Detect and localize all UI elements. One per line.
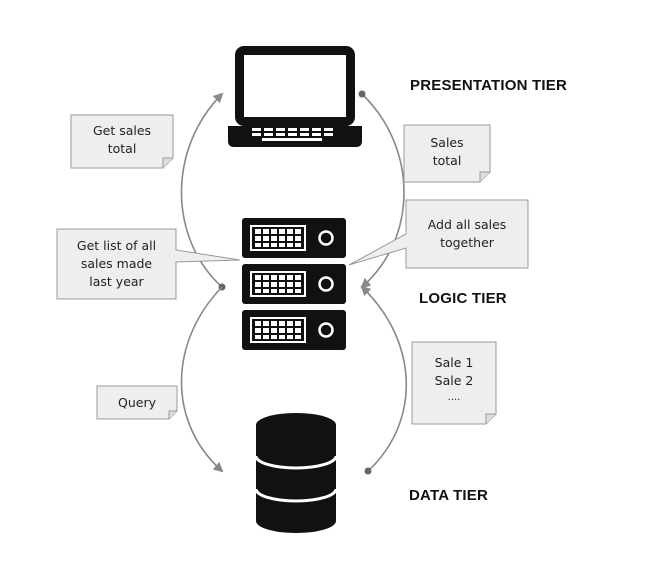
arrow-data-to-logic-right bbox=[360, 285, 408, 472]
note-query: Query bbox=[97, 386, 177, 419]
note-line: Get sales bbox=[92, 123, 152, 138]
note-sales-total-shape bbox=[403, 124, 491, 183]
note-line: .... bbox=[447, 392, 461, 403]
note-query-shape bbox=[96, 385, 178, 420]
note-add-all-sales: Add all sales together bbox=[406, 200, 528, 268]
note-sales-total: Sales total bbox=[404, 125, 490, 179]
note-line: total bbox=[432, 153, 462, 168]
data-tier-label: DATA TIER bbox=[409, 487, 489, 504]
note-line: Sales bbox=[430, 135, 464, 150]
note-sales-list: Sale 1 Sale 2 .... bbox=[412, 342, 496, 418]
note-get-list-shape bbox=[56, 228, 241, 300]
laptop-icon bbox=[228, 46, 362, 147]
arrow-logic-to-data-left bbox=[180, 286, 224, 473]
note-get-sales-total: Get sales total bbox=[71, 115, 173, 165]
server-unit-3 bbox=[242, 310, 346, 350]
note-line: sales made bbox=[80, 256, 153, 271]
server-unit-2 bbox=[242, 264, 346, 304]
arrow-presentation-to-logic-right bbox=[360, 93, 405, 289]
note-add-all-sales-shape bbox=[348, 199, 529, 269]
note-line: Query bbox=[118, 394, 156, 410]
note-get-list: Get list of all sales made last year bbox=[57, 229, 176, 299]
logic-tier-label: LOGIC TIER bbox=[419, 290, 507, 307]
note-sales-list-shape bbox=[411, 341, 497, 425]
note-line: total bbox=[107, 141, 137, 156]
note-line: Sale 1 bbox=[434, 355, 474, 370]
arrow-logic-to-presentation-left bbox=[180, 92, 224, 288]
note-line: Get list of all bbox=[76, 238, 157, 253]
note-line: Add all sales bbox=[427, 217, 507, 232]
note-line: Sale 2 bbox=[434, 373, 474, 388]
note-line: last year bbox=[89, 274, 144, 289]
server-rack-icon bbox=[242, 218, 346, 350]
note-line: together bbox=[440, 235, 494, 250]
note-get-sales-total-shape bbox=[70, 114, 174, 169]
database-icon bbox=[254, 413, 338, 533]
server-unit-1 bbox=[242, 218, 346, 258]
presentation-tier-label: PRESENTATION TIER bbox=[410, 77, 568, 94]
